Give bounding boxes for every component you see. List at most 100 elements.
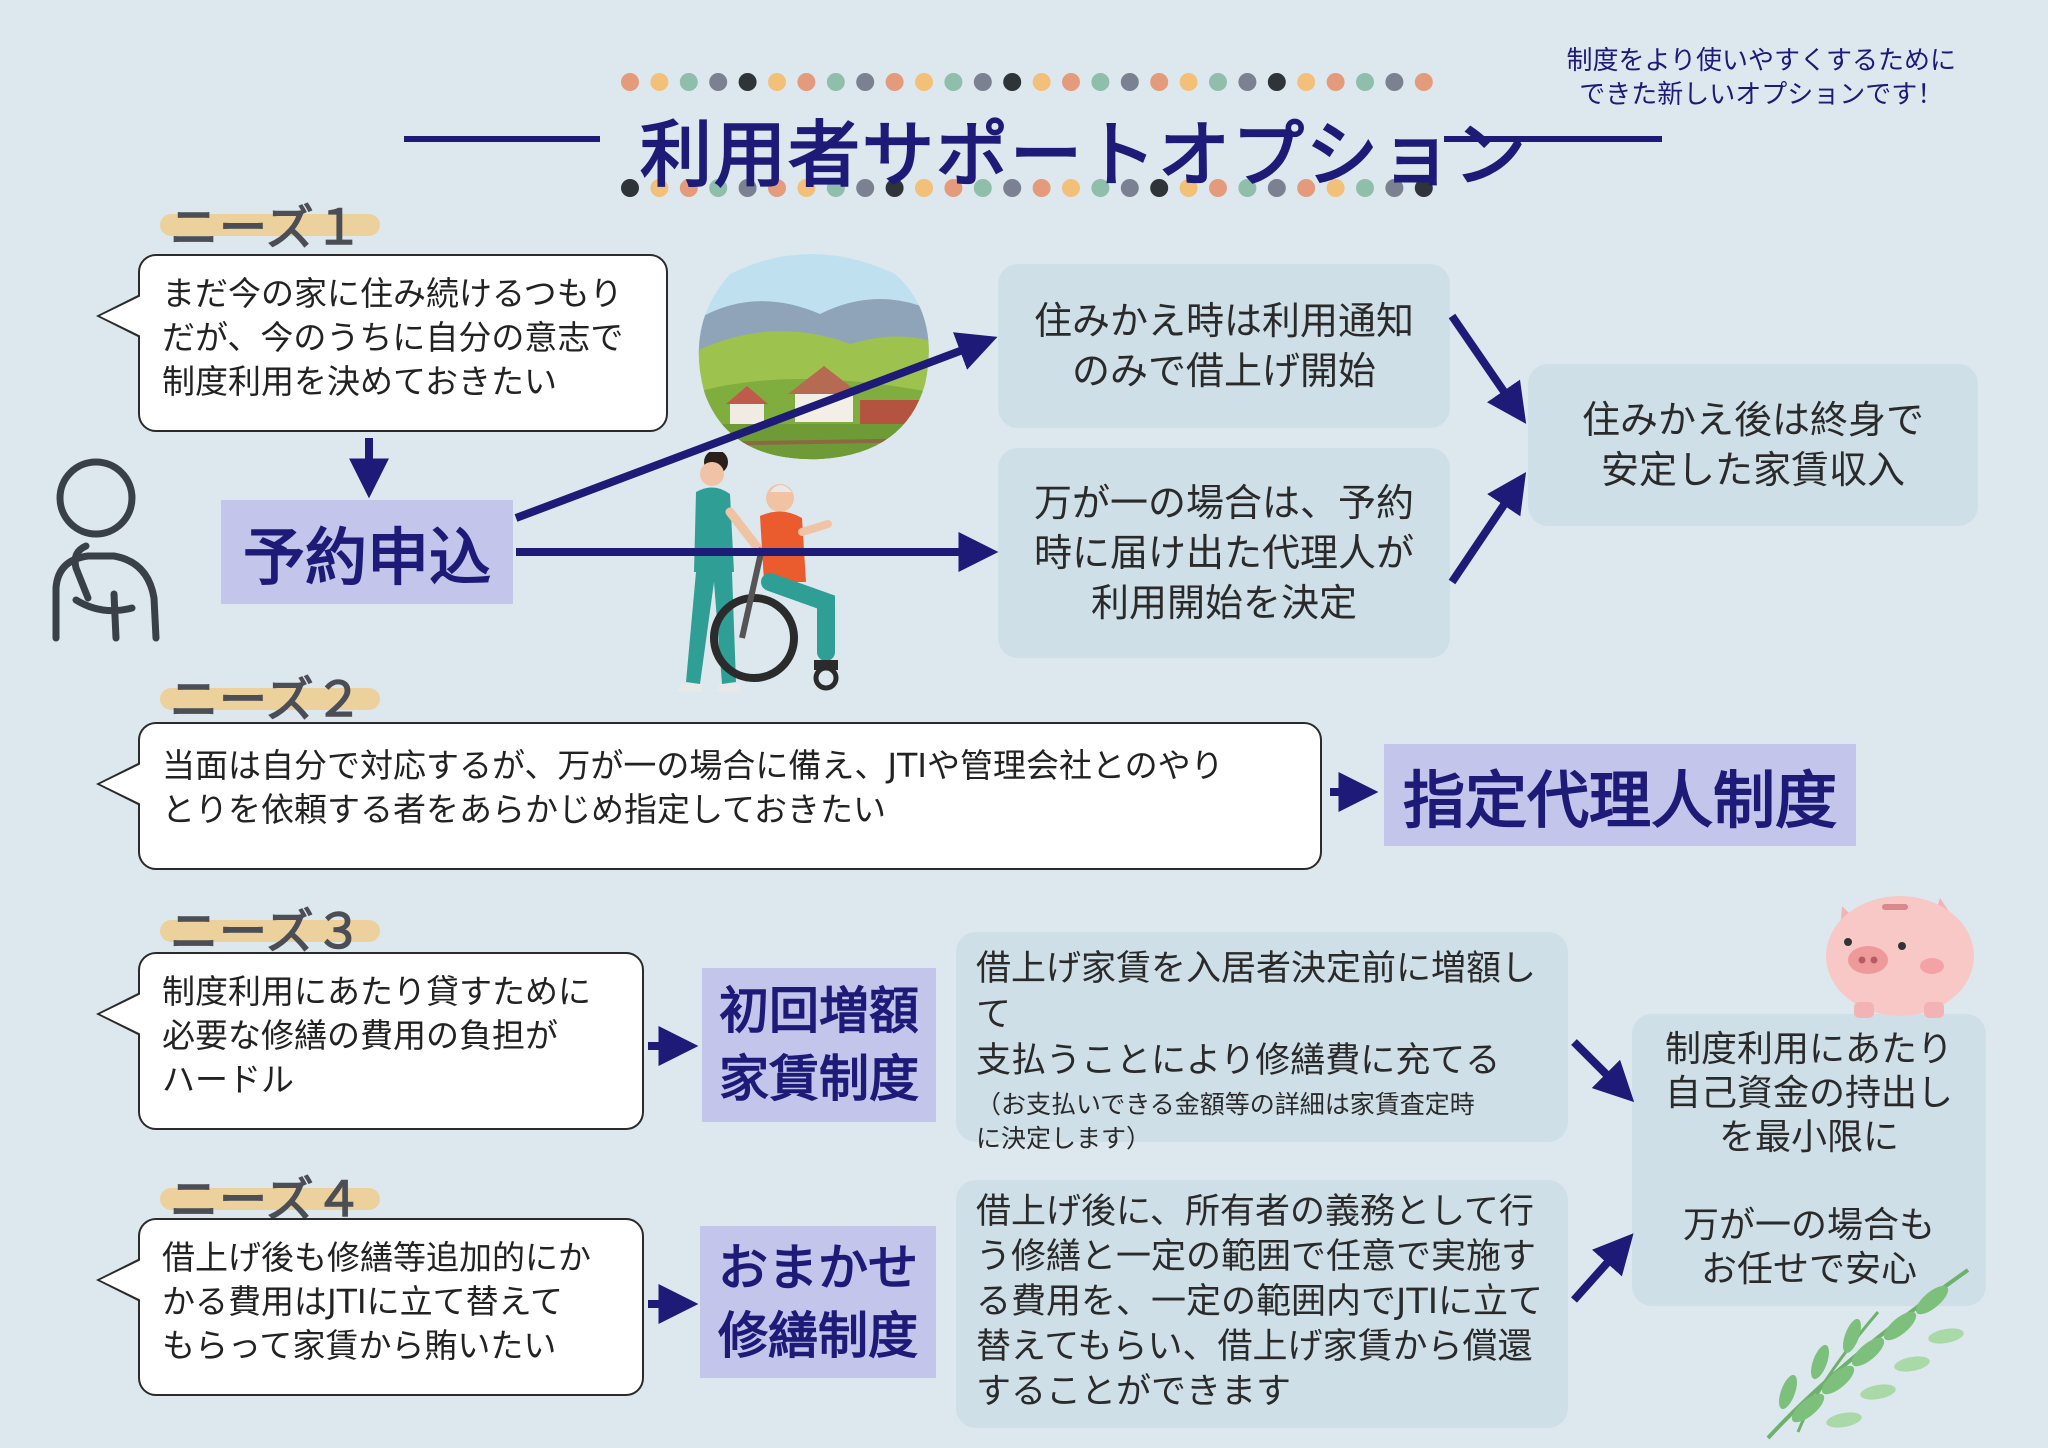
bubble-line: 必要な修繕の費用の負担が <box>162 1016 558 1055</box>
option-designated-proxy: 指定代理人制度 <box>1384 744 1856 846</box>
need-underline <box>160 214 380 236</box>
option-line: 初回増額 <box>719 982 919 1040</box>
bubble-line: もらって家賃から賄いたい <box>162 1326 557 1365</box>
need-underline <box>160 688 380 710</box>
page-title: 利用者サポートオプション <box>640 113 1529 197</box>
need-4-bubble: 借上げ後も修繕等追加的にか かる費用はJTIに立て替えて もらって家賃から賄いた… <box>96 1218 644 1396</box>
need-2-bubble: 当面は自分で対応するが、万が一の場合に備え、JTIや管理会社とのやり とりを依頼… <box>96 722 1322 870</box>
piggy-bank-illustration <box>1826 896 1974 1018</box>
decorative-dot <box>1356 179 1374 197</box>
decorative-dot <box>915 73 933 91</box>
decorative-dot <box>885 73 904 91</box>
result-minimize-funds: 制度利用にあたり 自己資金の持出し を最小限に 万が一の場合も お任せで安心 <box>1632 1014 1986 1306</box>
subtitle: 制度をより使いやすくするために できた新しいオプションです！ <box>1567 44 1956 112</box>
decorative-dot <box>1032 179 1051 197</box>
decorative-dot <box>1385 179 1404 197</box>
card-line: う修繕と一定の範囲で任意で実施す <box>976 1237 1537 1277</box>
card-repair-delegation: 借上げ後に、所有者の義務として行 う修繕と一定の範囲で任意で実施す る費用を、一… <box>956 1180 1568 1428</box>
card-line: 住みかえ時は利用通知 <box>1033 299 1414 343</box>
decorative-dot <box>1356 73 1374 91</box>
decorative-dot <box>621 179 639 197</box>
decorative-dot <box>1238 73 1257 91</box>
decorative-dot <box>856 179 875 197</box>
decorative-dot <box>944 73 963 91</box>
need-3-bubble: 制度利用にあたり貸すために 必要な修繕の費用の負担が ハードル <box>96 952 644 1130</box>
decorative-dot <box>1091 73 1110 91</box>
bubble-line: まだ今の家に住み続けるつもり <box>162 274 623 313</box>
decorative-dot <box>1297 179 1316 197</box>
decorative-dot <box>944 179 963 197</box>
arrow-card3-result <box>1571 1039 1635 1103</box>
card-line: 万が一の場合は、予約 <box>1033 481 1414 525</box>
card-line: を最小限に <box>1718 1117 1899 1158</box>
bubble-line: かる費用はJTIに立て替えて <box>162 1282 563 1321</box>
decorative-dot <box>1120 179 1139 197</box>
decorative-dot <box>768 73 786 91</box>
card-line: 安定した家賃収入 <box>1600 448 1905 492</box>
decorative-dot <box>1297 73 1316 91</box>
decorative-dot <box>738 73 757 91</box>
card-line: 利用開始を決定 <box>1090 581 1357 625</box>
card-line: お任せで安心 <box>1700 1249 1917 1290</box>
bubble-line: だが、今のうちに自分の意志で <box>162 318 624 357</box>
card-line: 時に届け出た代理人が <box>1033 531 1414 575</box>
card-line: することができます <box>976 1372 1292 1412</box>
card-line: 万が一の場合も <box>1682 1205 1935 1246</box>
decorative-dot <box>1120 73 1139 91</box>
card-line: 住みかえ後は終身で <box>1581 398 1924 442</box>
subtitle-line: 制度をより使いやすくするために <box>1566 46 1956 76</box>
bubble-line: とりを依頼する者をあらかじめ指定しておきたい <box>162 790 887 829</box>
card-reservation-start: 住みかえ時は利用通知 のみで借上げ開始 <box>998 264 1450 428</box>
bubble-line: 当面は自分で対応するが、万が一の場合に備え、JTIや管理会社とのやり <box>162 746 1224 785</box>
need-1-label: ニーズ１ <box>170 200 364 256</box>
decorative-dot <box>973 179 992 197</box>
decorative-dot <box>1414 179 1433 197</box>
decorative-dot <box>1385 73 1404 91</box>
countryside-illustration <box>698 254 929 460</box>
card-line: 替えてもらい、借上げ家賃から償還 <box>976 1327 1533 1367</box>
decorative-dot <box>621 73 639 91</box>
card-line: 制度利用にあたり <box>1664 1029 1953 1070</box>
decorative-dot <box>1209 73 1227 91</box>
decorative-dot <box>738 179 757 197</box>
need-3-label: ニーズ３ <box>170 904 364 960</box>
decorative-dot <box>679 179 698 197</box>
arrow-card4-result <box>1571 1233 1634 1303</box>
decorative-dot <box>915 179 933 197</box>
decorative-dot <box>1062 73 1080 91</box>
decorative-dot <box>1267 73 1286 91</box>
card-line: のみで借上げ開始 <box>1071 349 1376 393</box>
card-line: る費用を、一定の範囲内でJTIに立て <box>976 1282 1544 1322</box>
option-line: 修繕制度 <box>718 1307 918 1365</box>
card-line: 借上げ後に、所有者の義務として行 <box>976 1192 1534 1232</box>
card-line: 支払うことにより修繕費に充てる <box>976 1041 1501 1081</box>
note-line: に決定します） <box>976 1124 1152 1153</box>
decorative-dot <box>650 73 669 91</box>
arrow-to-card1 <box>514 332 998 522</box>
card-initial-rent-increase: 借上げ家賃を入居者決定前に増額して 支払うことにより修繕費に充てる （お支払いで… <box>956 932 1568 1153</box>
bubble-line: 制度利用にあたり貸すために <box>162 972 591 1011</box>
decorative-dot <box>650 179 669 197</box>
option-line: 家賃制度 <box>719 1050 919 1108</box>
decorative-dot <box>797 73 816 91</box>
decorative-dot <box>973 73 992 91</box>
card-line: 借上げ家賃を入居者決定前に増額して <box>976 949 1537 1035</box>
decorative-dot <box>1267 179 1286 197</box>
arrow-card2-result <box>1448 472 1527 585</box>
decorative-dot <box>826 179 845 197</box>
card-note: （お支払いできる金額等の詳細は家賃査定時 に決定します） <box>976 1088 1548 1156</box>
decorative-dot <box>885 179 904 197</box>
decorative-dot <box>1209 179 1227 197</box>
decorative-dot <box>1150 179 1169 197</box>
title-rule-left <box>404 136 600 142</box>
card-line: 自己資金の持出し <box>1664 1073 1953 1114</box>
decorative-dot <box>1032 73 1051 91</box>
decorative-dot <box>1003 73 1022 91</box>
decorative-dot <box>1414 73 1433 91</box>
bubble-line: 借上げ後も修繕等追加的にか <box>162 1238 591 1277</box>
title-rule-right <box>1444 136 1662 142</box>
decorative-dot <box>856 73 875 91</box>
